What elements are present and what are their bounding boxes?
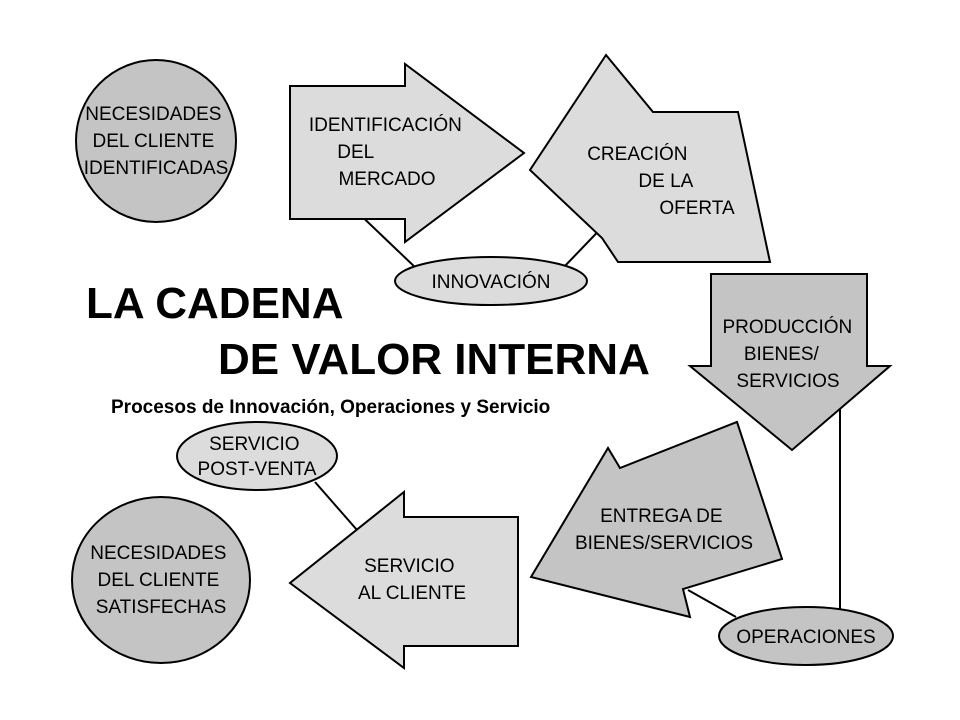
needs-identified-line: IDENTIFICADAS xyxy=(84,158,229,179)
operations-oval: OPERACIONES xyxy=(718,606,894,666)
page-subtitle: Procesos de Innovación, Operaciones y Se… xyxy=(111,397,550,418)
market-identification-line: MERCADO xyxy=(338,169,435,190)
delivery-line: ENTREGA DE xyxy=(600,506,722,527)
production-line: PRODUCCIÓN xyxy=(722,316,852,338)
page-title-line-1: LA CADENA xyxy=(86,279,343,328)
customer-service-arrow-label: SERVICIO AL CLIENTE xyxy=(358,556,466,604)
connector-delivery-to-operations xyxy=(687,589,737,618)
delivery-line: BIENES/SERVICIOS xyxy=(575,533,753,554)
innovation-label: INNOVACIÓN xyxy=(432,271,551,293)
needs-identified-circle: NECESIDADES DEL CLIENTE IDENTIFICADAS xyxy=(75,59,237,223)
post-sale-oval-shape xyxy=(176,421,338,491)
needs-identified-circle-label: NECESIDADES DEL CLIENTE IDENTIFICADAS xyxy=(84,104,229,179)
customer-service-line: SERVICIO xyxy=(364,556,454,577)
delivery-arrow: ENTREGA DE BIENES/SERVICIOS xyxy=(529,420,784,619)
needs-satisfied-circle: NECESIDADES DEL CLIENTE SATISFECHAS xyxy=(71,496,251,664)
offer-creation-line: DE LA xyxy=(638,171,693,192)
post-sale-line: POST-VENTA xyxy=(198,459,317,480)
needs-satisfied-circle-label: NECESIDADES DEL CLIENTE SATISFECHAS xyxy=(90,543,231,618)
post-sale-line: SERVICIO xyxy=(209,434,299,455)
needs-identified-line: NECESIDADES xyxy=(85,104,221,125)
post-sale-oval: SERVICIO POST-VENTA xyxy=(176,421,338,491)
connector-postsale-to-service xyxy=(314,481,358,531)
offer-creation-arrow-shape xyxy=(528,53,772,263)
market-identification-arrow-shape xyxy=(289,62,526,244)
needs-satisfied-line: NECESIDADES xyxy=(90,543,226,564)
needs-identified-circle-shape xyxy=(75,59,237,223)
delivery-arrow-shape xyxy=(529,420,784,619)
offer-creation-line: CREACIÓN xyxy=(587,143,687,165)
market-identification-line: DEL xyxy=(337,142,373,163)
production-line: BIENES/ xyxy=(744,344,820,365)
operations-oval-shape xyxy=(718,606,894,666)
market-identification-arrow: IDENTIFICACIÓN DEL MERCADO xyxy=(289,62,526,244)
market-identification-line: IDENTIFICACIÓN xyxy=(309,114,462,136)
delivery-arrow-label: ENTREGA DE BIENES/SERVICIOS xyxy=(575,506,753,554)
production-arrow: PRODUCCIÓN BIENES/ SERVICIOS xyxy=(687,273,893,452)
customer-service-arrow: SERVICIO AL CLIENTE xyxy=(288,489,519,670)
innovation-oval-shape xyxy=(394,256,588,306)
offer-creation-arrow: CREACIÓN DE LA OFERTA xyxy=(528,53,772,263)
needs-satisfied-line: SATISFECHAS xyxy=(96,597,227,618)
needs-satisfied-line: DEL CLIENTE xyxy=(97,570,219,591)
production-arrow-shape xyxy=(687,273,893,452)
operations-label: OPERACIONES xyxy=(736,627,875,648)
customer-service-line: AL CLIENTE xyxy=(358,583,466,604)
market-identification-arrow-label: IDENTIFICACIÓN DEL MERCADO xyxy=(309,114,467,190)
needs-satisfied-circle-shape xyxy=(71,496,251,664)
post-sale-label: SERVICIO POST-VENTA xyxy=(198,434,317,480)
offer-creation-line: OFERTA xyxy=(659,198,735,219)
production-arrow-label: PRODUCCIÓN BIENES/ SERVICIOS xyxy=(722,316,857,392)
offer-creation-arrow-label: CREACIÓN DE LA OFERTA xyxy=(587,143,735,219)
customer-service-arrow-shape xyxy=(288,489,519,670)
needs-identified-line: DEL CLIENTE xyxy=(92,131,214,152)
innovation-oval: INNOVACIÓN xyxy=(394,256,588,306)
page-title-line-2: DE VALOR INTERNA xyxy=(218,335,650,384)
production-line: SERVICIOS xyxy=(736,371,839,392)
